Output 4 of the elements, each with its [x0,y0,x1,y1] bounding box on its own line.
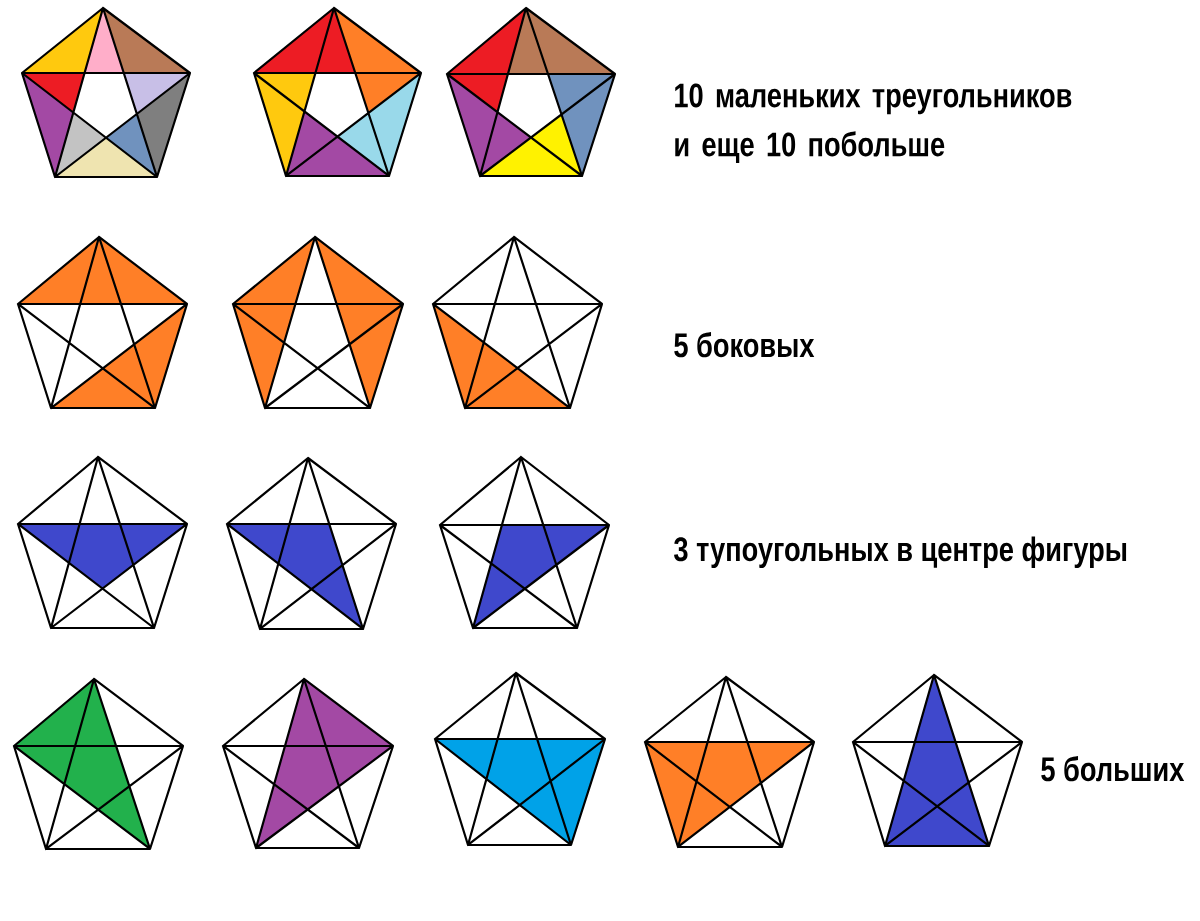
row-label: 5 больших [1041,756,1185,782]
row-label: 5 боковых [674,332,815,358]
row-label: 3 тупоугольных в центре фигуры [674,536,1127,569]
row-label: 10 маленьких треугольников и еще 10 побольше [675,83,1072,163]
